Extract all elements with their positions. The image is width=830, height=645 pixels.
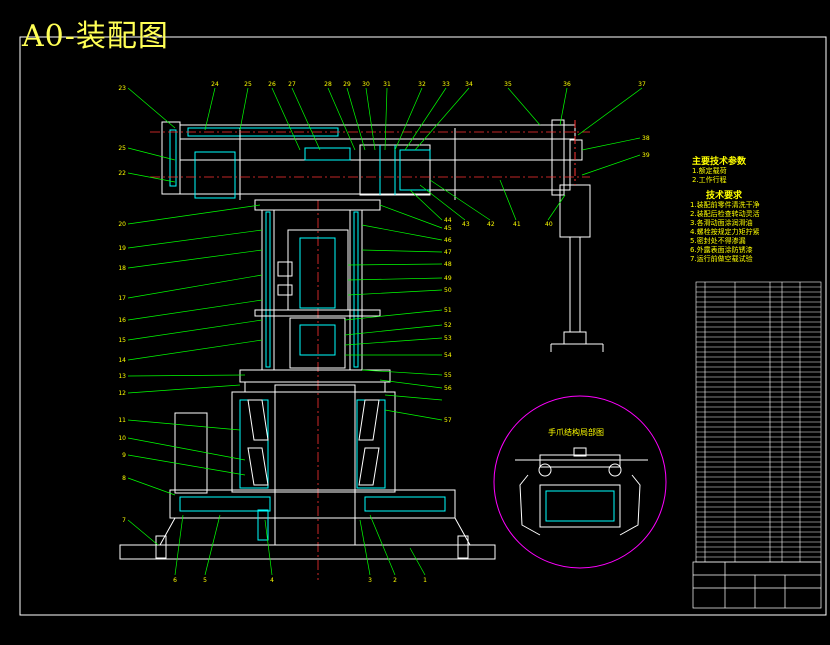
balloon-label: 24: [211, 81, 219, 88]
balloon-label: 35: [504, 81, 512, 88]
balloon-label: 56: [444, 385, 452, 392]
tech-req-line: 3.各滑动面涂润滑油: [690, 219, 753, 227]
bottom-balloon-labels: 6 5 4 3 2 1: [173, 577, 427, 584]
side-view: [550, 120, 604, 352]
balloon-label: 15: [118, 337, 126, 344]
tech-req-line: 6.外露表面涂防锈漆: [690, 246, 753, 254]
right-balloon-labels: 38 39 40 41 42 43 44 45 46 47 48 49 50 5…: [444, 135, 650, 424]
balloon-label: 33: [442, 81, 450, 88]
balloon-label: 26: [268, 81, 276, 88]
balloon-label: 7: [122, 517, 126, 524]
leader-lines: [127, 87, 643, 576]
balloon-label: 34: [465, 81, 473, 88]
gripper-detail: [493, 395, 667, 569]
balloon-label: 44: [444, 217, 452, 224]
tech-requirements-heading: 技术要求: [706, 191, 743, 201]
balloon-label: 9: [122, 452, 126, 459]
balloon-label: 12: [118, 390, 126, 397]
balloon-label: 18: [118, 265, 126, 272]
tech-params-heading: 主要技术参数: [692, 157, 747, 167]
top-balloon-labels: 24 25 26 27 28 29 30 31 32 33 34 35 36 3…: [211, 81, 646, 88]
balloon-label: 31: [383, 81, 391, 88]
parts-list: [695, 281, 822, 563]
balloon-label: 28: [324, 81, 332, 88]
balloon-label: 14: [118, 357, 126, 364]
balloon-label: 52: [444, 322, 452, 329]
balloon-label: 3: [368, 577, 372, 584]
balloon-label: 2: [393, 577, 397, 584]
balloon-label: 50: [444, 287, 452, 294]
balloon-label: 57: [444, 417, 452, 424]
balloon-label: 38: [642, 135, 650, 142]
left-balloon-labels: 23 25 22 20 19 18 17 16 15 14 13 12 11 1…: [118, 85, 126, 524]
column-assembly: [239, 199, 391, 393]
balloon-label: 40: [545, 221, 553, 228]
tech-requirements: 技术要求 1.装配前零件清洗干净 2.装配后检查转动灵活 3.各滑动面涂润滑油 …: [690, 192, 760, 264]
balloon-label: 46: [444, 237, 452, 244]
title-block: [692, 561, 822, 609]
balloon-label: 10: [118, 435, 126, 442]
balloon-label: 22: [118, 170, 126, 177]
balloon-label: 42: [487, 221, 495, 228]
balloon-label: 51: [444, 307, 452, 314]
balloon-label: 53: [444, 335, 452, 342]
balloon-label: 39: [642, 152, 650, 159]
balloon-label: 6: [173, 577, 177, 584]
balloon-label: 37: [638, 81, 646, 88]
balloon-label: 19: [118, 245, 126, 252]
drawing-title: A0-装配图: [22, 19, 169, 54]
balloon-label: 27: [288, 81, 296, 88]
balloon-label: 49: [444, 275, 452, 282]
balloon-label: 43: [462, 221, 470, 228]
drawing-border: [19, 36, 827, 616]
balloon-label: 8: [122, 475, 126, 482]
balloon-label: 45: [444, 225, 452, 232]
balloon-label: 25: [244, 81, 252, 88]
balloon-label: 13: [118, 373, 126, 380]
balloon-label: 1: [423, 577, 427, 584]
tech-req-line: 1.装配前零件清洗干净: [690, 201, 760, 209]
base-assembly: [119, 384, 496, 560]
balloon-label: 32: [418, 81, 426, 88]
tech-req-line: 5.密封处不得渗漏: [690, 237, 746, 245]
balloon-label: 41: [513, 221, 521, 228]
detail-callout: 手爪结构局部图: [548, 428, 604, 437]
balloon-label: 5: [203, 577, 207, 584]
tech-param-line: 2.工作行程: [692, 176, 727, 184]
tech-param-line: 1.额定载荷: [692, 167, 727, 175]
balloon-label: 20: [118, 221, 126, 228]
balloon-label: 29: [343, 81, 351, 88]
tech-req-line: 7.运行前做空载试验: [690, 255, 753, 263]
balloon-label: 54: [444, 352, 452, 359]
balloon-label: 55: [444, 372, 452, 379]
balloon-label: 11: [118, 417, 126, 424]
balloon-label: 30: [362, 81, 370, 88]
balloon-label: 4: [270, 577, 274, 584]
arm-centerlines: [150, 131, 590, 580]
tech-params: 主要技术参数 1.额定载荷 2.工作行程: [692, 158, 746, 185]
balloon-label: 16: [118, 317, 126, 324]
balloon-label: 48: [444, 261, 452, 268]
balloon-label: 47: [444, 249, 452, 256]
balloon-label: 25: [118, 145, 126, 152]
tech-req-line: 2.装配后检查转动灵活: [690, 210, 760, 218]
balloon-label: 36: [563, 81, 571, 88]
balloon-label: 23: [118, 85, 126, 92]
tech-req-line: 4.螺栓按规定力矩拧紧: [690, 228, 760, 236]
balloon-label: 17: [118, 295, 126, 302]
